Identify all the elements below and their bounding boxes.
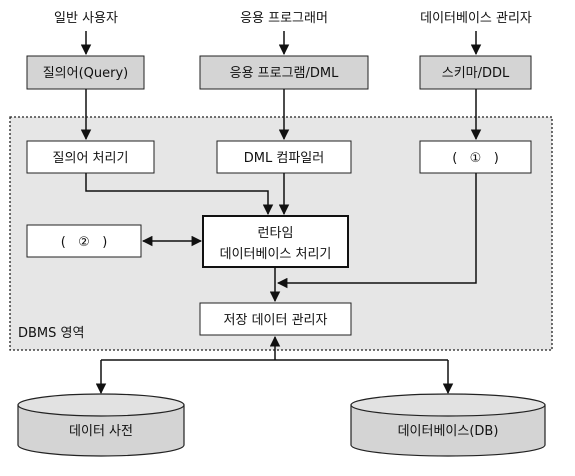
dml-compiler-box bbox=[216, 140, 352, 174]
blank2-label: ( ② ) bbox=[61, 235, 108, 250]
ddl-label: 스키마/DDL bbox=[442, 66, 510, 81]
user-general-label: 일반 사용자 bbox=[54, 11, 118, 26]
data-dictionary-cylinder bbox=[17, 393, 185, 457]
dml-program-box bbox=[199, 55, 369, 90]
storage-manager-box bbox=[199, 302, 352, 336]
blank1-label: ( ① ) bbox=[452, 151, 499, 166]
query-label: 질의어(Query) bbox=[43, 66, 129, 81]
dml-compiler-label: DML 컴파일러 bbox=[244, 151, 324, 166]
user-dba-label: 데이터베이스 관리자 bbox=[420, 11, 532, 26]
storage-manager-label: 저장 데이터 관리자 bbox=[224, 313, 328, 328]
query-processor-box bbox=[26, 140, 155, 174]
query-processor-label: 질의어 처리기 bbox=[53, 151, 129, 166]
runtime-processor-box bbox=[202, 215, 349, 268]
database-cylinder bbox=[350, 393, 546, 457]
ddl-box bbox=[419, 55, 532, 90]
arrow-query-processor-to-runtime bbox=[85, 173, 274, 216]
runtime-label-line1: 런타임 bbox=[258, 226, 294, 241]
dbms-region-label: DBMS 영역 bbox=[18, 326, 84, 341]
user-programmer-label: 응용 프로그래머 bbox=[240, 11, 328, 26]
database-label: 데이터베이스(DB) bbox=[398, 424, 499, 439]
dml-program-label: 응용 프로그램/DML bbox=[230, 66, 339, 81]
blank2-box bbox=[26, 224, 142, 258]
data-dictionary-label: 데이터 사전 bbox=[69, 424, 133, 439]
arrow-blank1-to-storage bbox=[276, 173, 477, 289]
runtime-label-line2: 데이터베이스 처리기 bbox=[220, 247, 332, 262]
query-box bbox=[26, 55, 145, 90]
blank1-box bbox=[419, 140, 532, 174]
